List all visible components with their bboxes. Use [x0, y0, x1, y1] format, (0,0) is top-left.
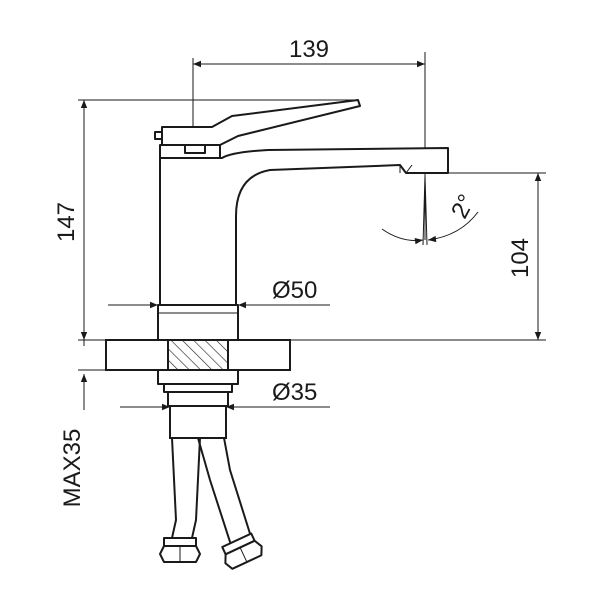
hose-left: [170, 437, 202, 539]
d35-label: Ø35: [272, 379, 317, 406]
right-hex-face: [239, 547, 248, 563]
dimension-spout-height: 104: [425, 172, 546, 340]
deck-left-hatch: [105, 339, 169, 371]
d50-label: Ø50: [272, 277, 317, 304]
spout-angle-annotation: 2°: [381, 174, 481, 246]
handle-stop: [154, 131, 163, 140]
dimension-total-height: 147: [53, 99, 358, 340]
handle-pivot: [184, 144, 206, 154]
dimension-mount-diameter: Ø35: [120, 379, 330, 411]
hose-right: [196, 437, 254, 550]
reach-label: 139: [289, 36, 329, 63]
angle-line-b: [422, 174, 426, 246]
faucet-base-collar: [157, 304, 239, 341]
nut-washer: [163, 383, 233, 393]
spout-outlet-edge: [405, 164, 413, 174]
spout-height-label: 104: [507, 238, 534, 278]
deck-right-hatch: [227, 339, 291, 371]
deck-section: [78, 339, 291, 371]
angle-arc-right: [427, 211, 479, 243]
supply-hoses: [159, 405, 263, 570]
shank-hatch: [168, 340, 228, 370]
hose-right-fitting: [221, 532, 263, 570]
dimension-max-thickness: MAX35: [59, 340, 88, 508]
left-fitting-ring: [163, 537, 197, 547]
angle-label: 2°: [446, 190, 481, 223]
nut-body: [167, 391, 229, 407]
mounting-nut: [157, 369, 239, 407]
angle-line-a: [424, 174, 428, 246]
max-thickness-label: MAX35: [59, 429, 86, 508]
dimension-base-diameter: Ø50: [108, 277, 330, 309]
faucet-handle-lever: [161, 99, 361, 146]
height-label: 147: [53, 202, 80, 242]
hose-left-fitting: [159, 537, 201, 563]
faucet-body: [154, 99, 449, 341]
nut-top: [157, 369, 239, 385]
threaded-shank: [169, 405, 227, 439]
dimension-reach: 139: [192, 36, 426, 240]
angle-arc-left: [381, 228, 424, 245]
